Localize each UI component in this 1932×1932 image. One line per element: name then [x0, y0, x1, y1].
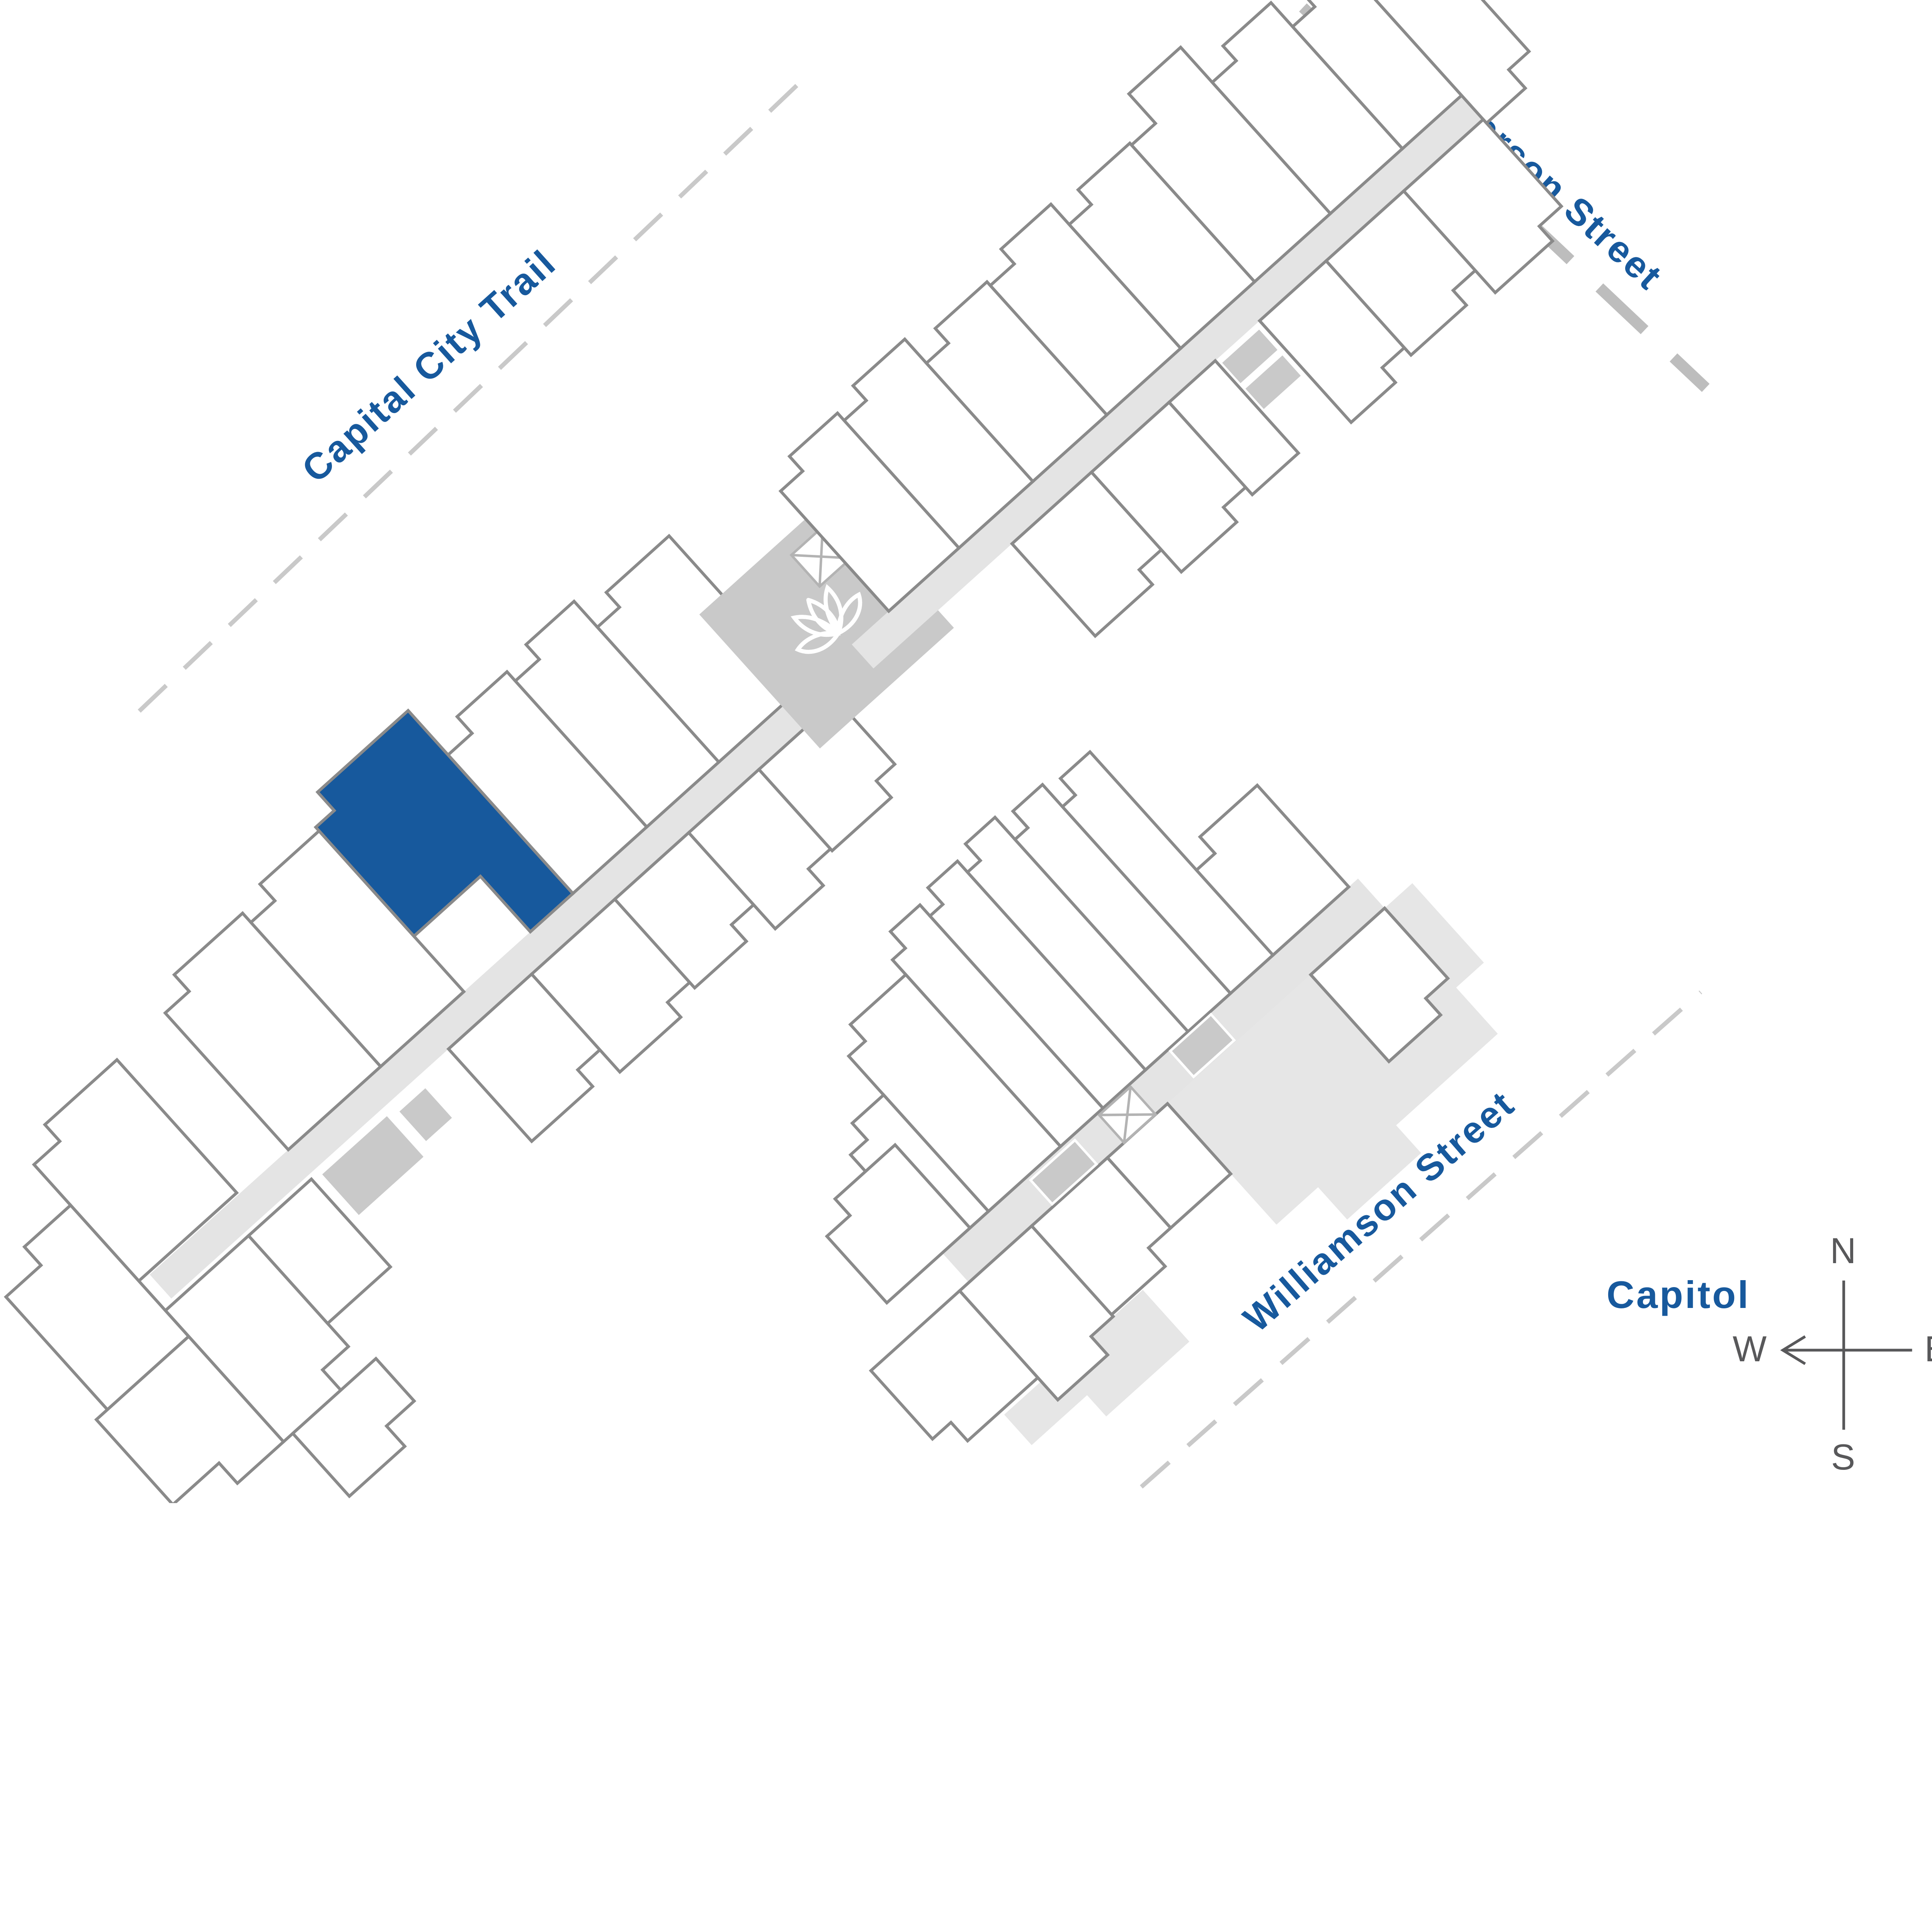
- unit-outline: [1401, 117, 1564, 295]
- capital-city-trail-line: [138, 75, 807, 713]
- unit-outline: [32, 1058, 239, 1283]
- s-paterson-street-line: [1299, 3, 1710, 392]
- unit-outline: [291, 1356, 417, 1498]
- unit-outline: [248, 828, 466, 1069]
- service-core: [318, 1112, 427, 1219]
- service-core: [1029, 1138, 1099, 1206]
- building-north: [699, 0, 1564, 748]
- compass-rose: N E S W: [1733, 1231, 1932, 1477]
- site-plan-svg: Capital City Trail S Paterson Street Wil…: [3, 0, 1932, 1503]
- stair-x-icon: [1097, 1085, 1157, 1145]
- unit-outline: [1194, 783, 1351, 957]
- lotus-icon: [791, 584, 862, 654]
- compass-south-label: S: [1831, 1437, 1856, 1477]
- service-core: [1218, 326, 1281, 387]
- compass-east-label: E: [1925, 1329, 1932, 1369]
- compass-west-arrow: [1780, 1335, 1806, 1365]
- corridor: [150, 684, 828, 1299]
- service-core: [1168, 1012, 1236, 1079]
- unit-outline: [1167, 359, 1301, 497]
- unit-outline: [825, 1143, 972, 1305]
- unit-outline: [1308, 906, 1450, 1064]
- terrace: [1004, 1290, 1190, 1445]
- building-south: [825, 750, 1498, 1445]
- corridor: [852, 95, 1483, 669]
- highlighted-unit[interactable]: [299, 708, 575, 992]
- unit-outline: [846, 972, 1063, 1214]
- williamson-street-line: [1139, 990, 1702, 1489]
- service-core: [1242, 352, 1304, 413]
- compass-north-label: N: [1830, 1231, 1857, 1271]
- capitol-label: Capitol: [1607, 1274, 1750, 1316]
- building-west: [3, 534, 897, 1503]
- service-core: [396, 1085, 456, 1145]
- capital-city-trail-label: Capital City Trail: [294, 242, 564, 491]
- site-plan-page: Capital City Trail S Paterson Street Wil…: [3, 0, 1932, 1503]
- unit-outline: [1343, 0, 1531, 126]
- unit-outline: [246, 1177, 393, 1326]
- compass-west-label: W: [1733, 1329, 1768, 1369]
